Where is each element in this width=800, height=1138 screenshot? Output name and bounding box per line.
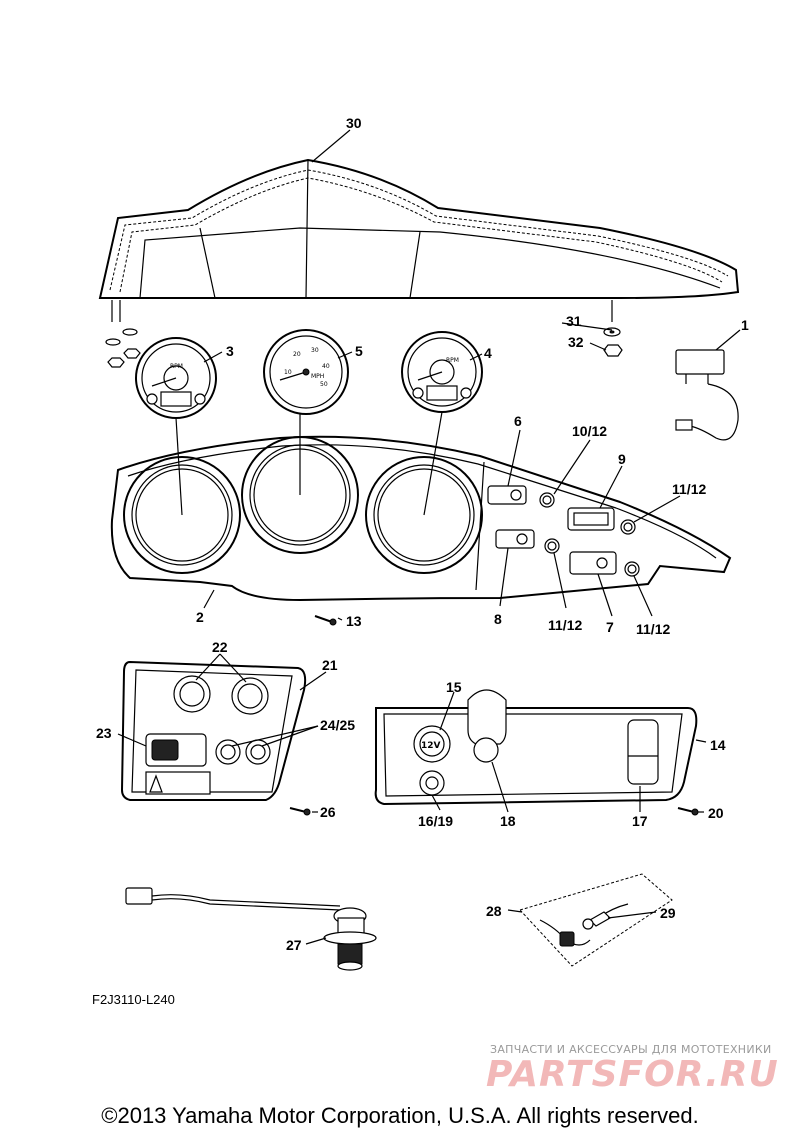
button-10-12 bbox=[539, 492, 555, 508]
leader-lines bbox=[117, 129, 741, 945]
button-11-12-b bbox=[620, 519, 636, 535]
callout-28: 28 bbox=[486, 903, 502, 919]
switch-7 bbox=[569, 551, 617, 575]
watermark-logo: PARTSFOR.RU bbox=[486, 1054, 779, 1095]
callout-26: 26 bbox=[320, 804, 336, 820]
callout-24-25: 24/25 bbox=[320, 717, 355, 733]
screw-13 bbox=[314, 615, 337, 626]
callout-3: 3 bbox=[226, 343, 234, 359]
callout-11-12-b: 11/12 bbox=[672, 481, 706, 497]
callout-1: 1 bbox=[741, 317, 749, 333]
callout-17: 17 bbox=[632, 813, 648, 829]
callout-5: 5 bbox=[355, 343, 363, 359]
callout-6: 6 bbox=[514, 413, 522, 429]
tachometer-gauge: RPM bbox=[135, 337, 217, 419]
instrument-panel bbox=[110, 435, 732, 602]
callout-13: 13 bbox=[346, 613, 362, 629]
watermark-subtitle: ЗАПЧАСТИ И АКСЕССУАРЫ ДЛЯ МОТОТЕХНИКИ bbox=[490, 1043, 772, 1056]
callout-22: 22 bbox=[212, 639, 228, 655]
socket-label: 12V bbox=[421, 741, 441, 751]
callout-4: 4 bbox=[484, 345, 492, 361]
switch-8 bbox=[495, 529, 535, 549]
callout-18: 18 bbox=[500, 813, 516, 829]
callout-11-12-c: 11/12 bbox=[636, 621, 670, 637]
switch-6 bbox=[487, 485, 527, 505]
callout-21: 21 bbox=[322, 657, 338, 673]
ignition-switch bbox=[125, 887, 377, 971]
callout-10-12: 10/12 bbox=[572, 423, 607, 439]
switch-9 bbox=[567, 507, 615, 531]
callout-20: 20 bbox=[708, 805, 724, 821]
speedo-tick-30: 30 bbox=[311, 347, 319, 354]
key-29 bbox=[582, 911, 611, 930]
callout-7: 7 bbox=[606, 619, 614, 635]
speedo-tick-20: 20 bbox=[293, 351, 301, 358]
callout-11-12-a: 11/12 bbox=[548, 617, 582, 633]
left-fasteners bbox=[105, 328, 141, 368]
speedo-tick-40: 40 bbox=[322, 363, 330, 370]
speedometer-gauge: 10 20 30 40 50 MPH bbox=[263, 329, 349, 415]
diagram-code: F2J3110-L240 bbox=[92, 992, 175, 1007]
wiring-kit bbox=[519, 873, 673, 967]
tachometer-gauge-2: RPM bbox=[401, 331, 483, 413]
callout-30: 30 bbox=[346, 115, 362, 131]
callout-2: 2 bbox=[196, 609, 204, 625]
control-unit bbox=[675, 349, 739, 441]
callout-8: 8 bbox=[494, 611, 502, 627]
callout-9: 9 bbox=[618, 451, 626, 467]
button-11-12-c bbox=[624, 561, 640, 577]
speedo-unit-label: MPH bbox=[311, 373, 324, 380]
callout-14: 14 bbox=[710, 737, 726, 753]
copyright-notice: ©2013 Yamaha Motor Corporation, U.S.A. A… bbox=[101, 1103, 699, 1128]
callout-31: 31 bbox=[566, 313, 582, 329]
screw-26 bbox=[289, 807, 311, 816]
callout-16-19: 16/19 bbox=[418, 813, 453, 829]
button-11-12-a bbox=[544, 538, 560, 554]
screw-20 bbox=[677, 807, 699, 816]
callout-23: 23 bbox=[96, 725, 112, 741]
callout-15: 15 bbox=[446, 679, 462, 695]
callout-32: 32 bbox=[568, 334, 584, 350]
dash-cover bbox=[98, 158, 740, 322]
callout-27: 27 bbox=[286, 937, 302, 953]
speedo-tick-10: 10 bbox=[284, 369, 292, 376]
tach-unit-label: RPM bbox=[170, 363, 183, 370]
callout-29: 29 bbox=[660, 905, 676, 921]
tach2-unit-label: RPM bbox=[446, 357, 459, 364]
speedo-tick-50: 50 bbox=[320, 381, 328, 388]
switch-subpanel bbox=[120, 660, 307, 801]
nut-32 bbox=[603, 344, 623, 357]
accessory-panel: 12V bbox=[374, 689, 698, 806]
